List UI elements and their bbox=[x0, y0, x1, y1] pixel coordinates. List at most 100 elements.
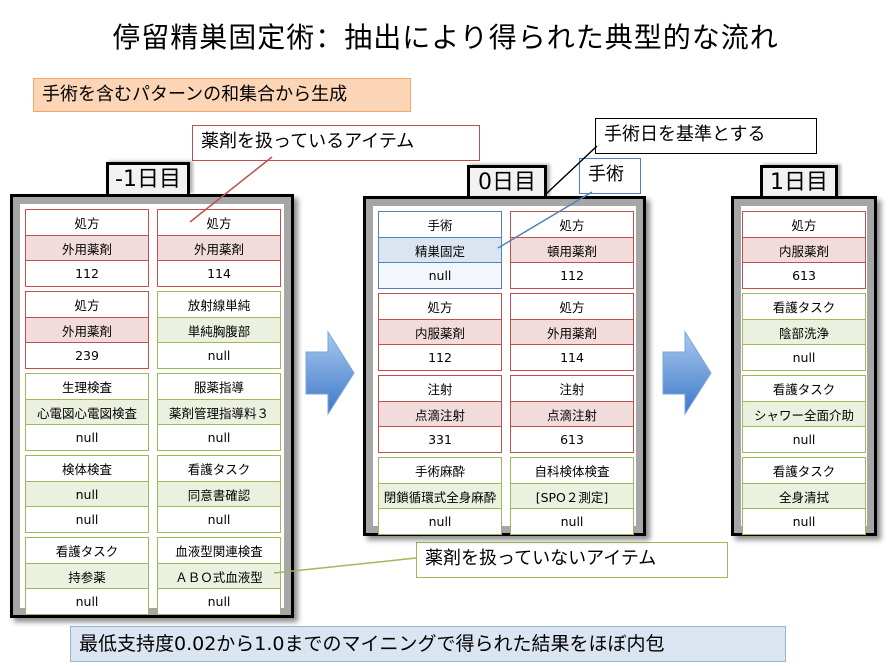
item-cell-name: 全身清拭 bbox=[743, 483, 865, 509]
flow-arrow-2 bbox=[662, 330, 712, 416]
item-cell-code: null bbox=[743, 426, 865, 451]
item-cell-name: 外用薬剤 bbox=[26, 317, 148, 343]
item-cell-category: 処方 bbox=[74, 298, 100, 314]
item-cell-code: null bbox=[158, 342, 280, 367]
item-cell-category: 看護タスク bbox=[772, 382, 836, 398]
item-cell-name: null bbox=[26, 481, 148, 507]
item-cell-category: 処方 bbox=[74, 216, 100, 232]
item-cell-name: 外用薬剤 bbox=[158, 235, 280, 261]
item-cell-category: 生理検査 bbox=[61, 380, 112, 396]
item-cell-name: 持参薬 bbox=[26, 563, 148, 589]
item-cell-code: 613 bbox=[511, 426, 633, 451]
item-cell-category: 看護タスク bbox=[187, 462, 251, 478]
item-cell-name: 薬剤管理指導料３ bbox=[158, 399, 280, 425]
item-cell-code: null bbox=[158, 424, 280, 449]
item-cell-name: 心電図心電図検査 bbox=[26, 399, 148, 425]
non-drug-items-callout: 薬剤を扱っていないアイテム bbox=[416, 542, 728, 578]
item-cell-code: null bbox=[26, 506, 148, 531]
item-cell-code: null bbox=[743, 508, 865, 533]
item-cell-code: 331 bbox=[379, 426, 501, 451]
item-cell-code: null bbox=[511, 508, 633, 533]
item-cell-category: 注射 bbox=[559, 382, 585, 398]
item-cell-code: 613 bbox=[743, 262, 865, 287]
item-cell-category: 看護タスク bbox=[772, 300, 836, 316]
item-cell-code: 239 bbox=[26, 342, 148, 367]
item-cell-name: シャワー全面介助 bbox=[743, 401, 865, 427]
item-cell-category: 処方 bbox=[559, 218, 585, 234]
item-cell-name: 単純胸腹部 bbox=[158, 317, 280, 343]
item-cell-code: null bbox=[379, 262, 501, 288]
item-cell-code: 112 bbox=[511, 262, 633, 287]
item-cell-name: 精巣固定 bbox=[379, 237, 501, 263]
item-cell-name: 内服薬剤 bbox=[379, 319, 501, 345]
coverage-note: 最低支持度0.02から1.0までのマイニングで得られた結果をほぼ内包 bbox=[70, 626, 786, 662]
item-cell-code: 114 bbox=[158, 260, 280, 285]
item-cell-code: 112 bbox=[26, 260, 148, 285]
item-cell-name: ＡＢＯ式血液型 bbox=[158, 563, 280, 589]
item-cell-category: 処方 bbox=[559, 300, 585, 316]
item-cell-code: null bbox=[26, 588, 148, 613]
item-cell-category: 手術 bbox=[427, 218, 453, 234]
day-1-tab: 1日目 bbox=[760, 165, 838, 197]
item-cell-name: [SPO２測定] bbox=[511, 483, 633, 509]
item-cell-code: null bbox=[26, 424, 148, 449]
item-cell-code: 112 bbox=[379, 344, 501, 369]
item-cell-category: 検体検査 bbox=[61, 462, 112, 478]
flow-arrow-1 bbox=[305, 330, 355, 416]
item-cell-name: 外用薬剤 bbox=[511, 319, 633, 345]
item-cell-category: 看護タスク bbox=[772, 464, 836, 480]
item-cell-category: 手術麻酔 bbox=[414, 464, 465, 480]
surgery-day-callout: 手術日を基準とする bbox=[595, 118, 817, 154]
item-cell-name: 内服薬剤 bbox=[743, 237, 865, 263]
item-cell-code: null bbox=[379, 508, 501, 533]
item-cell: 自科検体検査 [SPO２測定]null bbox=[510, 457, 634, 535]
item-cell-name: 同意書確認 bbox=[158, 481, 280, 507]
item-cell-category: 処方 bbox=[206, 216, 232, 232]
item-cell-category: 自科検体検査 bbox=[534, 464, 610, 480]
item-cell-name: 外用薬剤 bbox=[26, 235, 148, 261]
item-cell-code: null bbox=[158, 506, 280, 531]
item-cell-category: 放射線単純 bbox=[187, 298, 251, 314]
surgery-callout: 手術 bbox=[579, 158, 641, 194]
item-cell-category: 処方 bbox=[791, 218, 817, 234]
item-cell-name: 頓用薬剤 bbox=[511, 237, 633, 263]
item-cell-category: 血液型関連検査 bbox=[175, 544, 263, 560]
item-cell-code: null bbox=[158, 588, 280, 613]
item-cell-category: 看護タスク bbox=[55, 544, 119, 560]
item-cell-name: 閉鎖循環式全身麻酔 bbox=[379, 483, 501, 509]
item-cell-name: 点滴注射 bbox=[511, 401, 633, 427]
item-cell-code: 114 bbox=[511, 344, 633, 369]
item-cell-name: 点滴注射 bbox=[379, 401, 501, 427]
union-note: 手術を含むパターンの和集合から生成 bbox=[33, 78, 411, 112]
day-0-tab: 0日目 bbox=[467, 165, 547, 197]
item-cell-category: 服薬指導 bbox=[193, 380, 244, 396]
item-cell-category: 処方 bbox=[427, 300, 453, 316]
page-title: 停留精巣固定術：抽出により得られた典型的な流れ bbox=[112, 21, 779, 54]
non-drug-connector bbox=[273, 557, 417, 574]
day-minus1-tab: -1日目 bbox=[106, 162, 190, 194]
item-cell-name: 陰部洗浄 bbox=[743, 319, 865, 345]
